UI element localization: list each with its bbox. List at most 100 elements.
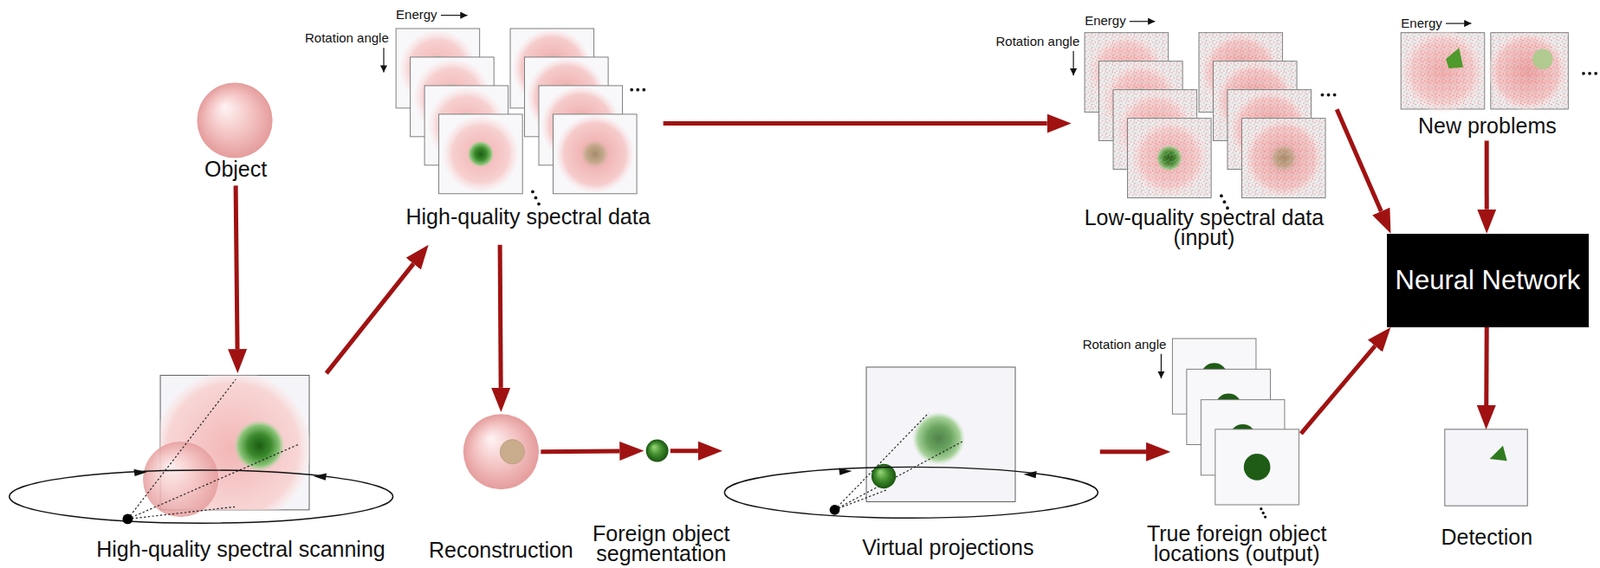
flow-arrow bbox=[499, 245, 501, 389]
node-label: High-quality spectral data bbox=[406, 207, 651, 227]
spectral-stack bbox=[395, 28, 646, 206]
node-label: High-quality spectral scanning bbox=[96, 539, 386, 560]
spectral-stack bbox=[531, 190, 535, 195]
scanning-setup: High-quality spectral scanning bbox=[7, 373, 394, 527]
spectral-stack bbox=[534, 196, 538, 201]
scanning-setup bbox=[127, 444, 298, 519]
spectral-stack: Low-quality spectral data (input) bbox=[1071, 28, 1337, 253]
problem-images bbox=[1593, 71, 1598, 76]
axis-label: Energy bbox=[395, 7, 438, 22]
spectral-stack bbox=[635, 88, 640, 92]
virtual-projection-setup bbox=[829, 505, 841, 516]
flow-arrow bbox=[670, 448, 699, 454]
label-holder: Neural Network bbox=[1386, 233, 1589, 328]
detection-image: Detection bbox=[1444, 429, 1528, 506]
spectral-stack bbox=[1333, 93, 1337, 98]
detection-image bbox=[1444, 429, 1528, 506]
node-label: Object bbox=[204, 159, 267, 180]
scanning-setup bbox=[127, 506, 235, 519]
object-sphere: Object bbox=[188, 79, 283, 187]
scanning-setup bbox=[133, 469, 147, 477]
flow-arrow bbox=[1484, 141, 1490, 210]
node-label: Virtual projections bbox=[861, 537, 1034, 558]
spectral-stack bbox=[537, 202, 541, 207]
label-holder: Virtual projections bbox=[757, 537, 1139, 559]
label-stack bbox=[1215, 429, 1300, 506]
node-label: New problems bbox=[1418, 116, 1557, 137]
object-sphere bbox=[196, 82, 273, 158]
label-stack bbox=[1259, 507, 1263, 511]
node-label: Foreign object segmentation bbox=[574, 524, 748, 564]
axis-arrow bbox=[1073, 51, 1075, 76]
label-holder: Energy bbox=[1400, 15, 1443, 32]
segmented-object: Foreign object segmentation bbox=[643, 437, 671, 465]
label-holder: True foreign object locations (output) bbox=[1128, 524, 1346, 565]
spectral-stack bbox=[439, 114, 524, 195]
label-holder: Detection bbox=[1295, 527, 1600, 549]
flow-arrow bbox=[663, 121, 1048, 126]
spectral-stack bbox=[641, 88, 646, 92]
flow-arrow bbox=[1483, 327, 1489, 406]
label-stack bbox=[1262, 511, 1265, 515]
detection-image bbox=[1489, 446, 1508, 462]
label-holder: New problems bbox=[1398, 116, 1577, 137]
object-sphere bbox=[196, 82, 273, 158]
problem-images bbox=[1400, 32, 1485, 110]
label-stack bbox=[1172, 338, 1299, 519]
label-holder: Rotation angle bbox=[819, 33, 1080, 50]
virtual-projection-setup bbox=[835, 440, 966, 511]
virtual-projection-setup: Virtual projections bbox=[722, 365, 1101, 517]
node-label: True foreign object locations (output) bbox=[1128, 524, 1346, 564]
network-box: Neural Network bbox=[1386, 233, 1589, 328]
axis-arrow bbox=[383, 15, 1471, 379]
segmented-object bbox=[646, 440, 669, 463]
virtual-projection-setup bbox=[912, 412, 966, 466]
axis-label: Rotation angle bbox=[1082, 337, 1167, 352]
virtual-projection-setup bbox=[866, 367, 1016, 502]
axis-label: Energy bbox=[1084, 13, 1127, 28]
problem-images bbox=[1400, 32, 1485, 110]
axis-arrow bbox=[1445, 22, 1471, 24]
label-holder: Rotation angle bbox=[906, 336, 1166, 353]
scanning-setup bbox=[313, 472, 327, 480]
virtual-projection-setup bbox=[835, 413, 929, 511]
spectral-stack bbox=[1327, 93, 1331, 98]
spectral-stack: High-quality spectral data bbox=[393, 26, 664, 246]
label-holder: Energy bbox=[1084, 12, 1127, 29]
flow-arrow bbox=[540, 448, 620, 454]
spectral-stack bbox=[629, 88, 634, 92]
label-holder: Energy bbox=[395, 6, 438, 23]
spectral-stack bbox=[1321, 93, 1325, 98]
reconstruction-sphere bbox=[463, 414, 539, 490]
node-label: Low-quality spectral data (input) bbox=[1071, 207, 1337, 248]
label-holder: Low-quality spectral data (input) bbox=[1071, 207, 1337, 249]
virtual-projection-setup bbox=[724, 367, 1098, 519]
detection-image bbox=[1444, 429, 1528, 506]
scanning-setup bbox=[233, 420, 286, 472]
problem-images bbox=[1532, 49, 1554, 71]
virtual-projection-setup bbox=[1023, 471, 1037, 479]
segmented-object bbox=[646, 440, 669, 463]
flow-arrow bbox=[326, 264, 415, 375]
problem-images bbox=[1400, 30, 1598, 112]
label-holder: High-quality spectral data bbox=[393, 207, 664, 228]
axis-arrow bbox=[1129, 20, 1155, 22]
axis-label: Energy bbox=[1400, 16, 1443, 31]
axis-label: Rotation angle bbox=[304, 31, 389, 46]
spectral-stack bbox=[1219, 194, 1224, 198]
problem-images bbox=[1587, 71, 1592, 76]
label-holder: High-quality spectral scanning bbox=[50, 539, 432, 561]
problem-images bbox=[1445, 47, 1464, 69]
problem-images: New problems bbox=[1398, 30, 1577, 141]
spectral-stack bbox=[1223, 200, 1227, 204]
spectral-stack bbox=[1084, 32, 1336, 210]
problem-images bbox=[1490, 32, 1569, 110]
axis-arrow bbox=[1160, 354, 1162, 379]
axis-arrow bbox=[440, 14, 468, 16]
label-stack: True foreign object locations (output) bbox=[1170, 336, 1302, 508]
scanning-setup bbox=[142, 441, 219, 518]
virtual-projection-setup bbox=[912, 412, 966, 466]
